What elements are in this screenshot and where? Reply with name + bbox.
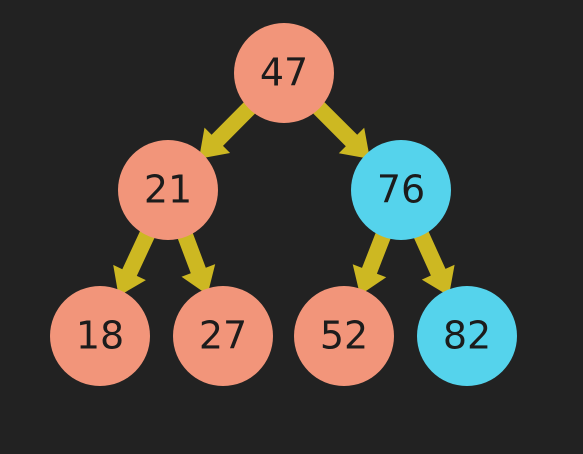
- tree-node-21: 21: [118, 140, 218, 240]
- node-label: 18: [76, 314, 124, 358]
- edge-arrow-76-to-52: [352, 222, 395, 295]
- edges-layer: [113, 94, 455, 297]
- edge-arrow-21-to-18: [113, 221, 160, 297]
- node-circle: [417, 286, 517, 386]
- node-label: 27: [199, 314, 247, 358]
- node-label: 47: [260, 51, 308, 95]
- node-circle: [50, 286, 150, 386]
- node-label: 21: [144, 168, 192, 212]
- edge-arrow-47-to-76: [305, 94, 370, 159]
- tree-node-18: 18: [50, 286, 150, 386]
- node-label: 52: [320, 314, 368, 358]
- edge-arrow-76-to-82: [409, 221, 455, 296]
- tree-node-47: 47: [234, 23, 334, 123]
- node-label: 82: [443, 314, 491, 358]
- node-circle: [351, 140, 451, 240]
- edge-arrow-21-to-27: [173, 222, 216, 295]
- node-circle: [234, 23, 334, 123]
- node-circle: [173, 286, 273, 386]
- tree-node-82: 82: [417, 286, 517, 386]
- tree-node-76: 76: [351, 140, 451, 240]
- node-label: 76: [377, 168, 425, 212]
- node-circle: [118, 140, 218, 240]
- node-circle: [294, 286, 394, 386]
- nodes-layer: 47 21 76 18 27 52 82: [50, 23, 517, 386]
- tree-node-52: 52: [294, 286, 394, 386]
- edge-arrow-47-to-21: [199, 94, 263, 159]
- tree-node-27: 27: [173, 286, 273, 386]
